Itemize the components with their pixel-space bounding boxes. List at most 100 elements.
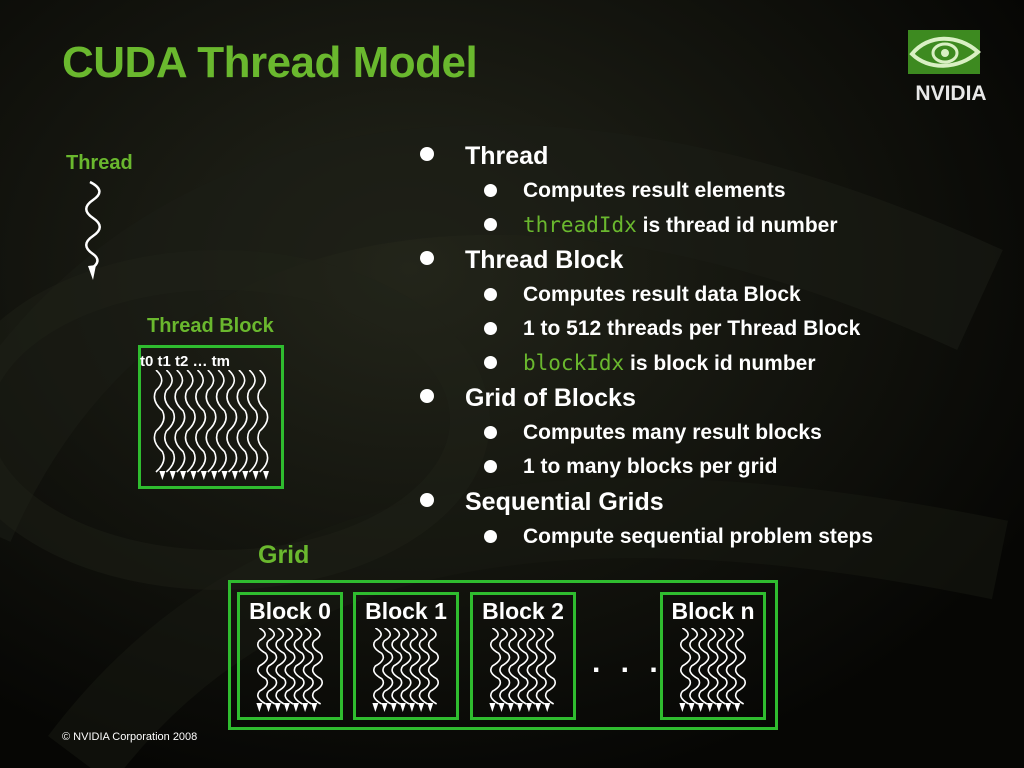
grid-block-n-threads-icon <box>679 628 746 712</box>
bullet-dot-icon <box>484 426 497 439</box>
sub-bullet: threadIdx is thread id number <box>414 208 1014 242</box>
thread-strand <box>246 370 258 473</box>
thread-block-threads-icon <box>153 370 270 480</box>
bullet-grid-of-blocks: Grid of Blocks <box>414 380 1014 416</box>
thread-arrowhead <box>418 703 425 712</box>
sub-bullet-text: Computes result elements <box>523 179 786 202</box>
grid-block-1-label: Block 1 <box>365 598 447 624</box>
bullet-dot-icon <box>420 493 434 507</box>
thread-strand <box>698 628 710 705</box>
sub-bullet-text: 1 to many blocks per grid <box>523 455 778 478</box>
grid-block-2-label: Block 2 <box>482 598 564 624</box>
thread-arrowhead <box>265 703 272 712</box>
copyright-footer: © NVIDIA Corporation 2008 <box>62 731 198 743</box>
thread-arrowhead <box>311 703 318 712</box>
thread-arrowhead <box>242 471 249 480</box>
thread-strand <box>236 370 248 473</box>
thread-arrowhead <box>274 703 281 712</box>
thread-arrowhead <box>169 471 176 480</box>
thread-strand <box>499 628 511 705</box>
thread-arrowhead <box>390 703 397 712</box>
thread-arrowhead <box>544 703 551 712</box>
thread-arrowhead <box>734 703 741 712</box>
bullet-dot-icon <box>484 460 497 473</box>
thread-arrowhead <box>302 703 309 712</box>
sub-bullet: blockIdx is block id number <box>414 346 1014 380</box>
thread-arrowhead <box>725 703 732 712</box>
thread-strand <box>373 628 385 705</box>
bullet-dot-icon <box>484 218 497 231</box>
sub-bullet: 1 to 512 threads per Thread Block <box>414 312 1014 346</box>
thread-strand <box>284 628 296 705</box>
thread-arrowhead <box>679 703 686 712</box>
grid-block-0-box <box>237 592 343 720</box>
bullet-sequential-grids: Sequential Grids <box>414 484 1014 520</box>
thread-strand <box>275 628 287 705</box>
thread-arrowhead <box>256 703 263 712</box>
thread-strand <box>689 628 701 705</box>
sub-bullet: Compute sequential problem steps <box>414 520 1014 554</box>
bullet-text: Thread Block <box>465 246 624 274</box>
thread-arrowhead <box>498 703 505 712</box>
thread-squiggle-icon <box>85 180 101 280</box>
sub-bullet: Computes many result blocks <box>414 416 1014 450</box>
sub-bullet-text: is block id number <box>624 352 816 375</box>
thread-strand <box>215 370 227 473</box>
sub-bullet: 1 to many blocks per grid <box>414 450 1014 484</box>
bullet-dot-icon <box>420 251 434 265</box>
thread-arrowhead <box>489 703 496 712</box>
grid-label: Grid <box>258 541 310 569</box>
threadidx-code: threadIdx <box>523 213 637 237</box>
bullet-dot-icon <box>484 288 497 301</box>
thread-arrowhead <box>697 703 704 712</box>
thread-strand <box>526 628 538 705</box>
thread-strand <box>734 628 746 705</box>
thread-strand <box>544 628 556 705</box>
bullet-list: Thread Computes result elements threadId… <box>414 138 1014 554</box>
bullet-thread-block: Thread Block <box>414 242 1014 278</box>
grid-block-1-threads-icon <box>372 628 439 712</box>
thread-block-label: Thread Block <box>147 315 274 337</box>
thread-block-box <box>138 345 284 489</box>
bullet-thread: Thread <box>414 138 1014 174</box>
bullet-text: Thread <box>465 142 549 170</box>
sub-bullet-text: Computes result data Block <box>523 283 801 306</box>
bullet-dot-icon <box>420 389 434 403</box>
thread-arrowhead <box>263 471 270 480</box>
thread-arrowhead <box>211 471 218 480</box>
grid-block-1-box <box>353 592 459 720</box>
thread-arrowhead <box>252 471 259 480</box>
grid-box <box>228 580 778 730</box>
nvidia-logo: NVIDIA <box>900 30 1002 105</box>
thread-arrowhead <box>180 471 187 480</box>
thread-arrowhead <box>190 471 197 480</box>
grid-ellipsis: . . . <box>592 646 664 679</box>
thread-strand <box>205 370 217 473</box>
grid-block-2-box <box>470 592 576 720</box>
thread-arrowhead <box>516 703 523 712</box>
bullet-dot-icon <box>484 530 497 543</box>
bullet-dot-icon <box>484 184 497 197</box>
sub-bullet: Computes result data Block <box>414 278 1014 312</box>
thread-strand <box>184 370 196 473</box>
thread-strand <box>535 628 547 705</box>
thread-strand <box>153 370 165 473</box>
thread-strand <box>707 628 719 705</box>
sub-bullet: Computes result elements <box>414 174 1014 208</box>
thread-ids-label: t0 t1 t2 … tm <box>140 353 231 370</box>
thread-strand <box>257 628 269 705</box>
thread-arrowhead <box>715 703 722 712</box>
thread-arrowhead <box>688 703 695 712</box>
thread-strand <box>164 370 176 473</box>
sub-bullet-text: Compute sequential problem steps <box>523 525 874 548</box>
blockidx-code: blockIdx <box>523 351 625 375</box>
thread-strand <box>266 628 278 705</box>
thread-strand <box>490 628 502 705</box>
grid-block-n-box <box>660 592 766 720</box>
thread-arrowhead <box>535 703 542 712</box>
bullet-dot-icon <box>420 147 434 161</box>
thread-arrowhead <box>292 703 299 712</box>
thread-arrowhead <box>408 703 415 712</box>
thread-arrowhead <box>372 703 379 712</box>
thread-strand <box>418 628 430 705</box>
